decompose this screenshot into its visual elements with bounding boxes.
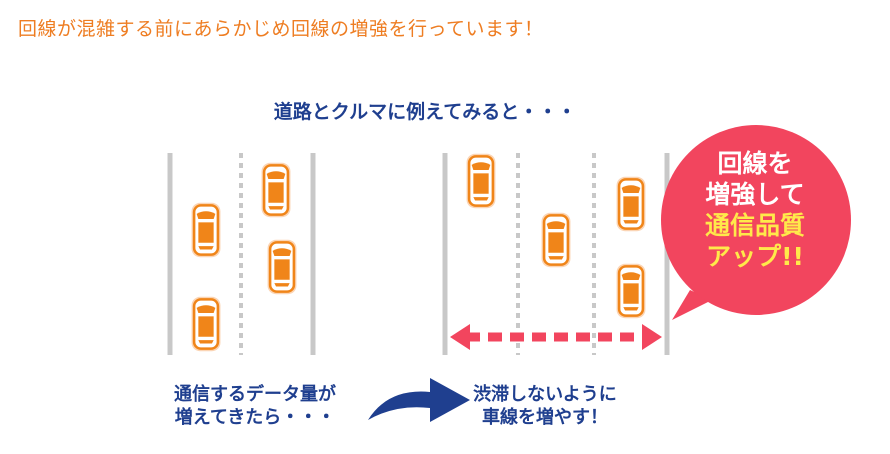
speech-bubble: [661, 125, 851, 320]
headline: 回線が混雑する前にあらかじめ回線の増強を行っています！: [18, 18, 544, 40]
before-caption-line1: 通信するデータ量が: [174, 384, 336, 405]
bubble-line-2: 増強して: [705, 180, 805, 209]
bubble-line-3: 通信品質: [704, 211, 805, 240]
car-icon: [260, 161, 292, 219]
double-arrow-icon: [450, 324, 662, 350]
after-caption-line1: 渋滞しないように: [473, 384, 617, 405]
after-caption-line2: 車線を増やす！: [482, 407, 608, 429]
before-caption: 通信するデータ量が 増えてきたら・・・: [120, 383, 390, 430]
before-caption-line2: 増えてきたら・・・: [174, 407, 336, 429]
bubble-line-1: 回線を: [717, 149, 793, 178]
car-icon: [190, 295, 222, 353]
arrow-right-icon: [368, 378, 470, 422]
car-icon: [465, 152, 497, 210]
car-icon: [615, 262, 647, 320]
road-before: [167, 153, 316, 355]
bubble-line-4: アップ!!: [706, 242, 804, 271]
car-icon: [266, 238, 298, 296]
after-caption: 渋滞しないように 車線を増やす！: [430, 383, 660, 430]
road-after: [442, 153, 670, 355]
car-icon: [190, 201, 222, 259]
car-icon: [540, 211, 572, 269]
car-icon: [615, 175, 647, 233]
diagram-subtitle: 道路とクルマに例えてみると・・・: [273, 101, 577, 123]
bubble-text: 回線を 増強して 通信品質 アップ!!: [660, 148, 850, 272]
